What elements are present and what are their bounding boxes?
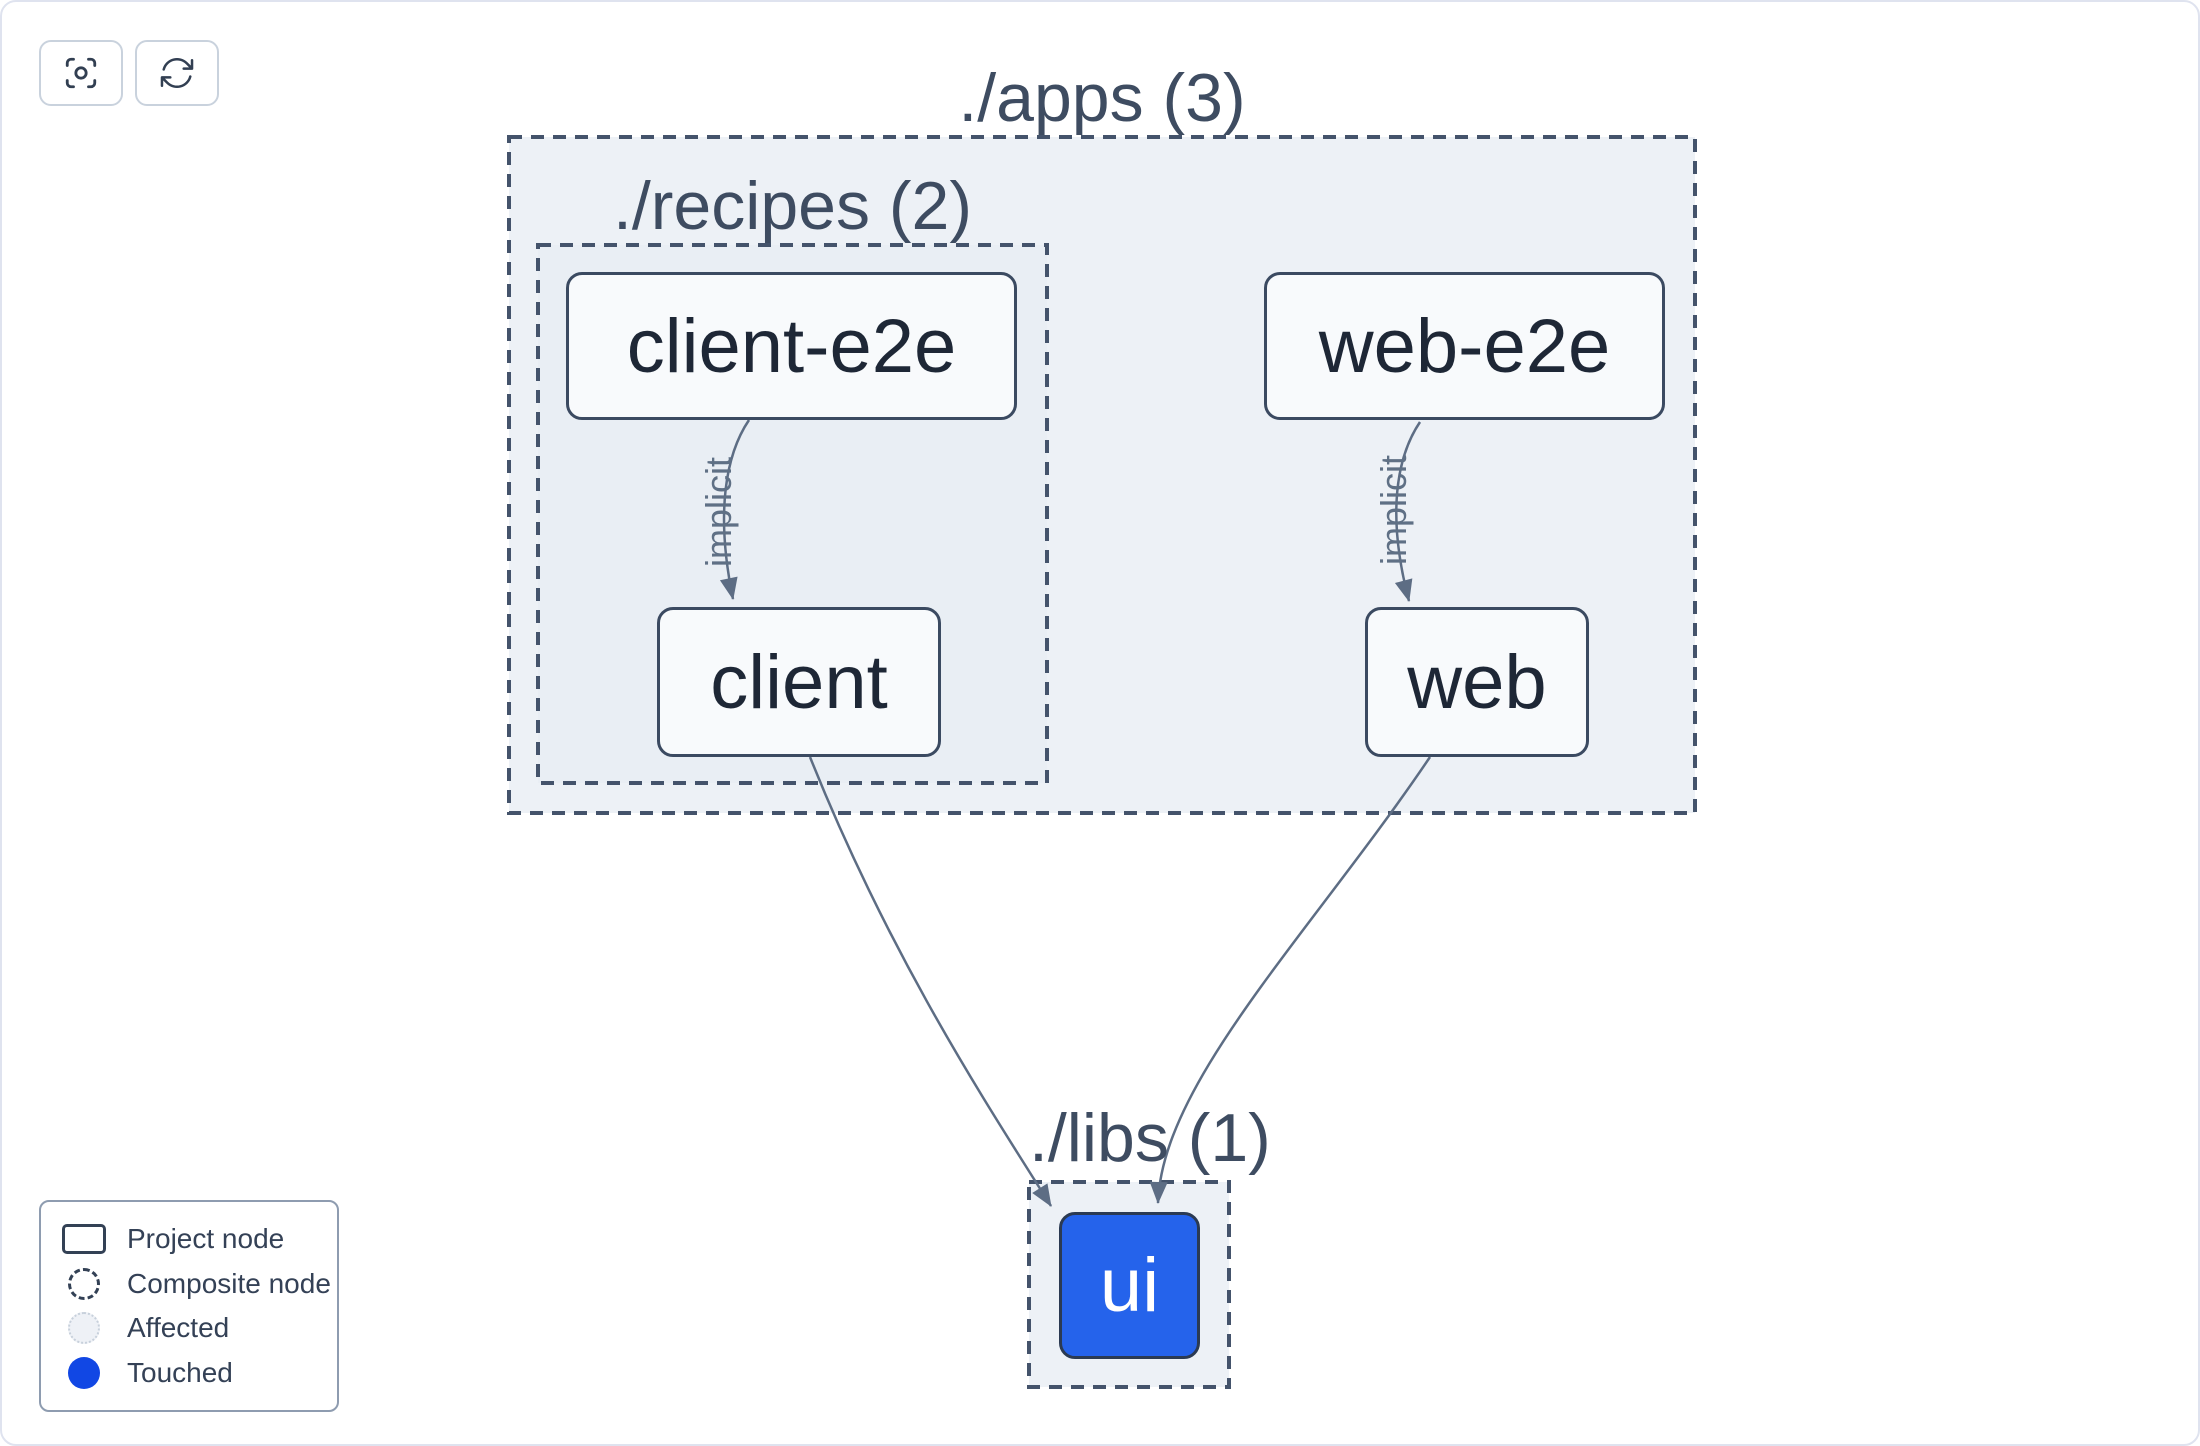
project-node-client[interactable]: client — [657, 607, 941, 757]
viewfinder-circle-icon — [61, 53, 101, 93]
affected-swatch — [59, 1312, 109, 1345]
project-node-swatch — [59, 1224, 109, 1254]
composite-label-apps[interactable]: ./apps (3) — [958, 60, 1246, 136]
project-node-web-e2e[interactable]: web-e2e — [1264, 272, 1665, 420]
legend-item-composite-node: Composite node — [59, 1264, 331, 1304]
project-node-web[interactable]: web — [1365, 607, 1589, 757]
legend-item-project-node: Project node — [59, 1219, 319, 1259]
touched-swatch — [59, 1356, 109, 1389]
legend-label: Composite node — [127, 1267, 331, 1299]
edge-client-to-ui — [808, 756, 1053, 1207]
refresh-icon — [157, 53, 197, 93]
legend-item-affected: Affected — [59, 1308, 319, 1348]
legend-item-touched: Touched — [59, 1353, 319, 1393]
project-node-client-e2e[interactable]: client-e2e — [566, 272, 1017, 420]
edge-web-e2e-to-web — [1394, 421, 1422, 602]
composite-label-libs[interactable]: ./libs (1) — [1029, 1100, 1271, 1176]
composite-label-recipes[interactable]: ./recipes (2) — [613, 168, 972, 244]
legend-label: Project node — [127, 1223, 285, 1254]
edge-label-implicit: implicit — [1373, 454, 1414, 566]
legend-label: Affected — [127, 1312, 230, 1344]
composite-node-swatch — [59, 1267, 109, 1300]
refresh-graph-button[interactable] — [135, 40, 219, 106]
edge-client-e2e-to-client — [719, 419, 751, 600]
edge-web-to-ui — [1149, 756, 1432, 1204]
legend-label: Touched — [127, 1356, 233, 1388]
project-node-ui-touched[interactable]: ui — [1059, 1212, 1200, 1359]
graph-legend: Project node Composite node Affected Tou… — [39, 1200, 339, 1412]
center-graph-button[interactable] — [39, 40, 123, 106]
edge-label-implicit: implicit — [698, 456, 739, 568]
